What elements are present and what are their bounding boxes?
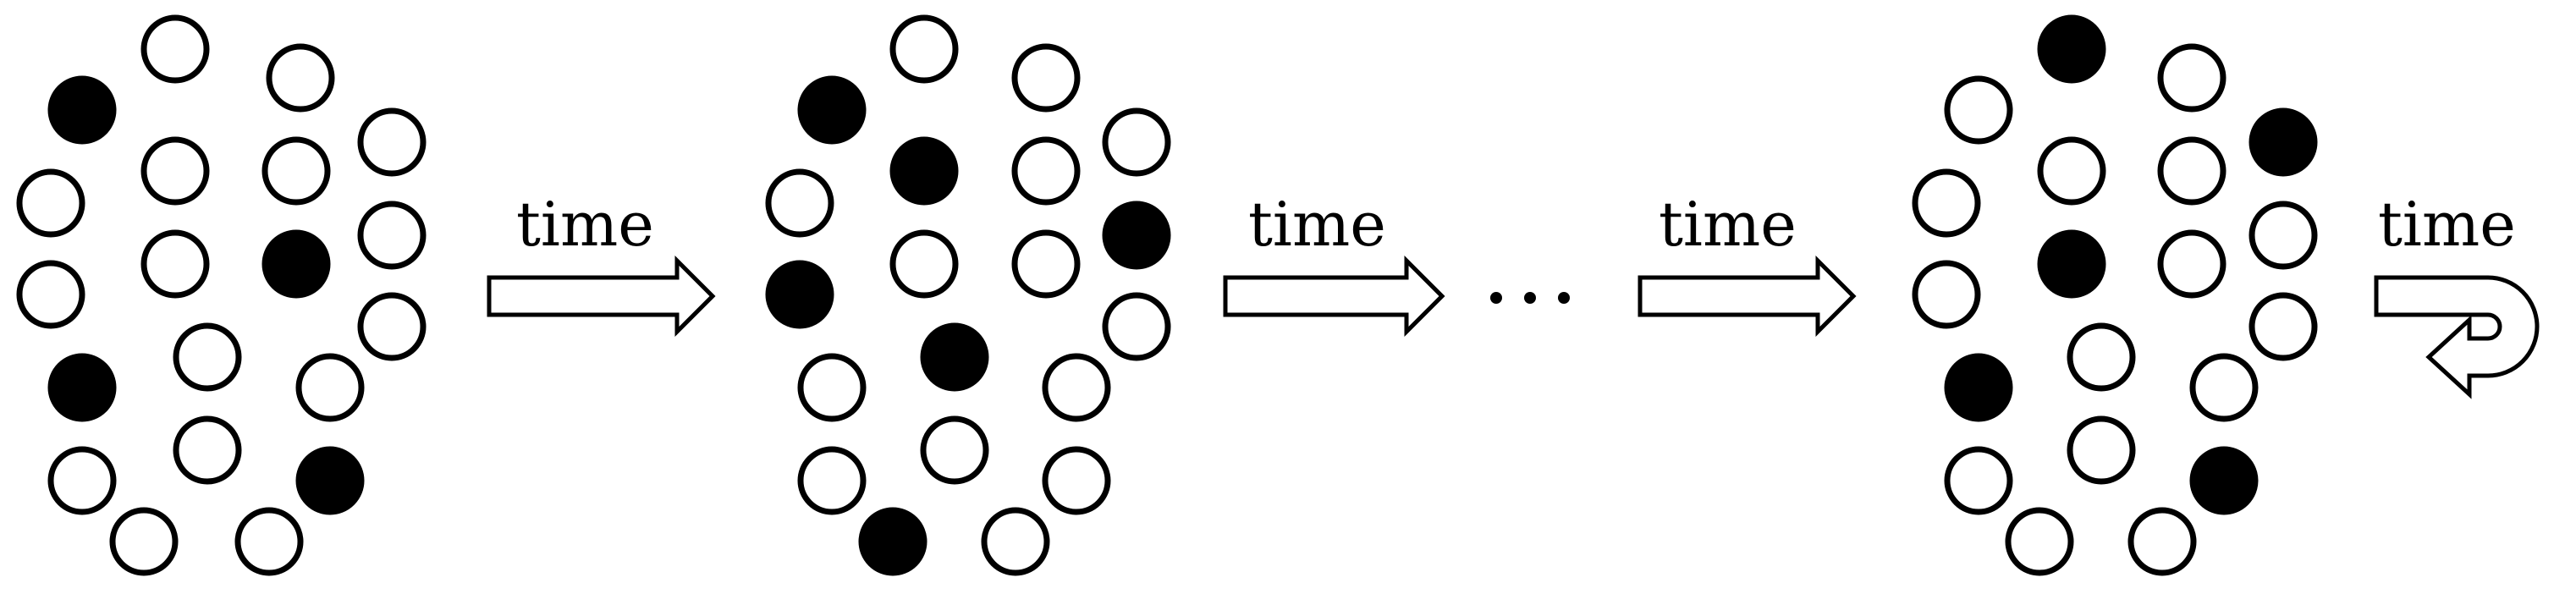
node-empty (1042, 353, 1111, 422)
node-empty (357, 292, 427, 361)
time-label: time (516, 189, 654, 260)
ellipsis-icon (1490, 292, 1570, 304)
state-2 (765, 14, 1171, 576)
node-filled (1102, 201, 1171, 270)
time-label: time (1659, 189, 1797, 260)
node-empty (2157, 229, 2226, 299)
node-empty (140, 229, 210, 299)
node-filled (920, 322, 989, 392)
node-empty (889, 229, 959, 299)
node-empty (109, 507, 179, 576)
node-filled (858, 507, 927, 576)
time-label: time (2378, 189, 2516, 260)
node-empty (173, 322, 242, 392)
node-empty (1912, 260, 1981, 329)
ellipsis-dot (1490, 292, 1502, 304)
node-filled (889, 136, 959, 206)
right-arrow-icon (1638, 255, 1857, 338)
node-empty (2248, 292, 2318, 361)
node-empty (140, 14, 210, 84)
node-empty (1912, 168, 1981, 238)
node-filled (2248, 107, 2318, 177)
node-filled (261, 229, 331, 299)
node-empty (16, 168, 85, 238)
node-empty (1011, 43, 1081, 113)
time-loop-arrow: time (2374, 189, 2540, 399)
node-filled (295, 446, 365, 515)
node-empty (797, 353, 867, 422)
node-filled (1944, 353, 2013, 422)
node-empty (797, 446, 867, 515)
node-empty (889, 14, 959, 84)
node-empty (2067, 415, 2136, 485)
node-empty (1011, 136, 1081, 206)
node-empty (2157, 43, 2226, 113)
node-empty (357, 107, 427, 177)
time-arrow-1: time (487, 189, 716, 338)
node-filled (2189, 446, 2259, 515)
node-empty (2037, 136, 2106, 206)
node-empty (234, 507, 304, 576)
node-empty (920, 415, 989, 485)
node-filled (47, 75, 117, 145)
state-1 (16, 14, 427, 576)
node-empty (981, 507, 1050, 576)
node-empty (1011, 229, 1081, 299)
node-empty (2067, 322, 2136, 392)
node-empty (1944, 446, 2013, 515)
time-arrow-2: time (1223, 189, 1445, 338)
node-empty (173, 415, 242, 485)
node-filled (797, 75, 867, 145)
node-empty (2127, 507, 2197, 576)
time-arrow-3: time (1638, 189, 1857, 338)
state-n (1912, 14, 2318, 576)
ellipsis-dot (1524, 292, 1536, 304)
node-empty (47, 446, 117, 515)
node-empty (2189, 353, 2259, 422)
node-empty (295, 353, 365, 422)
ellipsis-dot (1558, 292, 1570, 304)
node-filled (2037, 14, 2106, 84)
node-empty (1944, 75, 2013, 145)
node-empty (1042, 446, 1111, 515)
node-filled (47, 353, 117, 422)
time-label: time (1248, 189, 1386, 260)
u-turn-arrow-icon (2374, 275, 2540, 399)
node-empty (140, 136, 210, 206)
node-filled (765, 260, 834, 329)
node-filled (2037, 229, 2106, 299)
right-arrow-icon (487, 255, 716, 338)
node-empty (765, 168, 834, 238)
node-empty (261, 136, 331, 206)
node-empty (16, 260, 85, 329)
right-arrow-icon (1223, 255, 1445, 338)
node-empty (1102, 107, 1171, 177)
node-empty (357, 201, 427, 270)
node-empty (2005, 507, 2074, 576)
node-empty (266, 43, 335, 113)
node-empty (2248, 201, 2318, 270)
node-empty (1102, 292, 1171, 361)
node-empty (2157, 136, 2226, 206)
